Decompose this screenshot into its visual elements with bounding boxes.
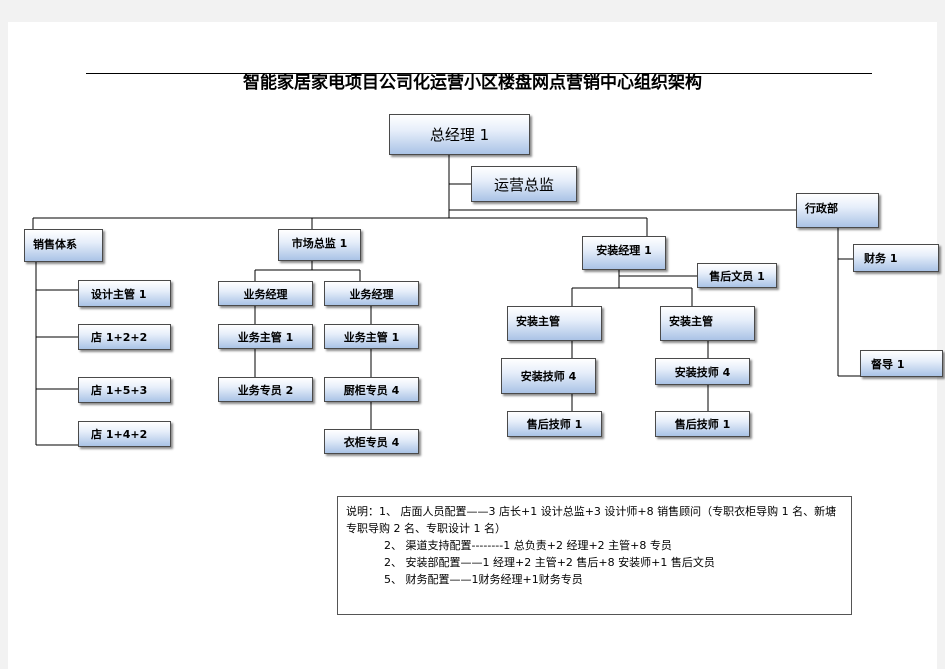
store-c-box: 店 1+4+2 xyxy=(78,421,171,447)
biz-manager-left-box: 业务经理 xyxy=(218,281,313,306)
admin-dept-box: 行政部 xyxy=(796,193,879,228)
sales-system-box: 销售体系 xyxy=(24,229,103,262)
marketing-director-box: 市场总监 1 xyxy=(278,229,361,261)
aftersales-tech-left-box: 售后技师 1 xyxy=(507,411,602,437)
note-line-1: 说明：1、 店面人员配置——3 店长+1 设计总监+3 设计师+8 销售顾问（专… xyxy=(346,505,837,518)
wardrobe-specialist-box: 衣柜专员 4 xyxy=(324,429,419,454)
cabinet-specialist-box: 厨柜专员 4 xyxy=(324,377,419,402)
biz-manager-right-box: 业务经理 xyxy=(324,281,419,306)
chart-title: 智能家居家电项目公司化运营小区楼盘网点营销中心组织架构 xyxy=(243,73,702,93)
title-underline xyxy=(86,73,872,74)
store-b-box: 店 1+5+3 xyxy=(78,377,171,403)
note-line-4: 5、 财务配置——1财务经理+1财务专员 xyxy=(384,573,583,586)
aftersales-tech-right-box: 售后技师 1 xyxy=(655,411,750,437)
biz-supervisor-left-box: 业务主管 1 xyxy=(218,324,313,349)
note-line-1b: 专职导购 2 名、专职设计 1 名） xyxy=(346,522,506,535)
install-supervisor-right-box: 安装主管 xyxy=(660,306,755,341)
aftersales-clerk-box: 售后文员 1 xyxy=(697,263,777,288)
note-line-2: 2、 渠道支持配置--------1 总负责+2 经理+2 主管+8 专员 xyxy=(384,539,672,552)
biz-supervisor-right-box: 业务主管 1 xyxy=(324,324,419,349)
install-tech-left-box: 安装技师 4 xyxy=(501,358,596,394)
install-manager-box: 安装经理 1 xyxy=(582,236,666,270)
note-line-3: 2、 安装部配置——1 经理+2 主管+2 售后+8 安装师+1 售后文员 xyxy=(384,556,715,569)
biz-specialist-box: 业务专员 2 xyxy=(218,377,313,402)
notes-box: 说明：1、 店面人员配置——3 店长+1 设计总监+3 设计师+8 销售顾问（专… xyxy=(337,496,852,615)
supervisor-box: 督导 1 xyxy=(860,350,943,377)
install-tech-right-box: 安装技师 4 xyxy=(655,358,750,385)
general-manager-box: 总经理 1 xyxy=(389,114,530,155)
store-a-box: 店 1+2+2 xyxy=(78,324,171,350)
design-manager-box: 设计主管 1 xyxy=(78,280,171,307)
install-supervisor-left-box: 安装主管 xyxy=(507,306,602,341)
operations-director-box: 运营总监 xyxy=(471,166,577,202)
finance-box: 财务 1 xyxy=(853,244,939,272)
